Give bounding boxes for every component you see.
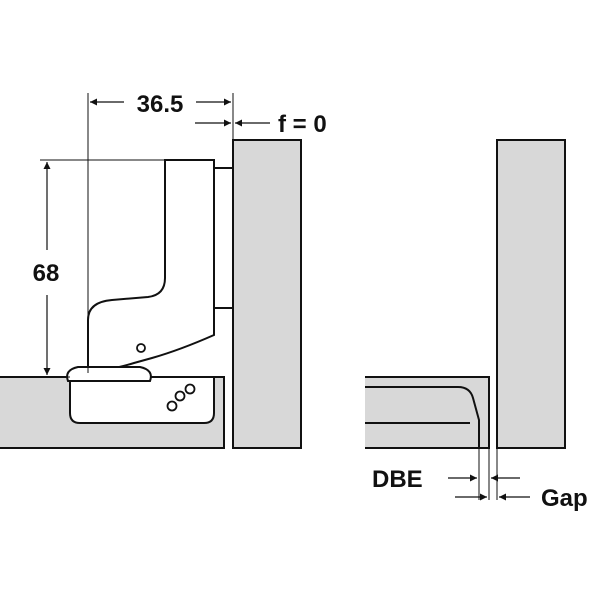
right-view: DBE Gap [365, 139, 588, 512]
gap-label: Gap [541, 485, 588, 512]
screw-hole [174, 390, 186, 402]
hinge-cup [69, 376, 215, 424]
pivot-pin [136, 343, 146, 353]
height-dimension-label: 68 [33, 260, 60, 287]
overlay-label: f = 0 [278, 111, 327, 138]
cup-flange [66, 366, 152, 382]
door-panel [365, 376, 490, 449]
mounting-plate [213, 167, 234, 309]
screw-hole [166, 400, 178, 412]
width-dimension-label: 36.5 [137, 91, 184, 118]
dbe-label: DBE [372, 466, 423, 493]
cabinet-side-panel [232, 139, 302, 449]
cabinet-side-panel [496, 139, 566, 449]
door-edge-recess [365, 386, 480, 448]
screw-hole [184, 383, 196, 395]
hinge-arm [87, 159, 215, 375]
left-view: 36.5 f = 0 68 [0, 91, 327, 449]
